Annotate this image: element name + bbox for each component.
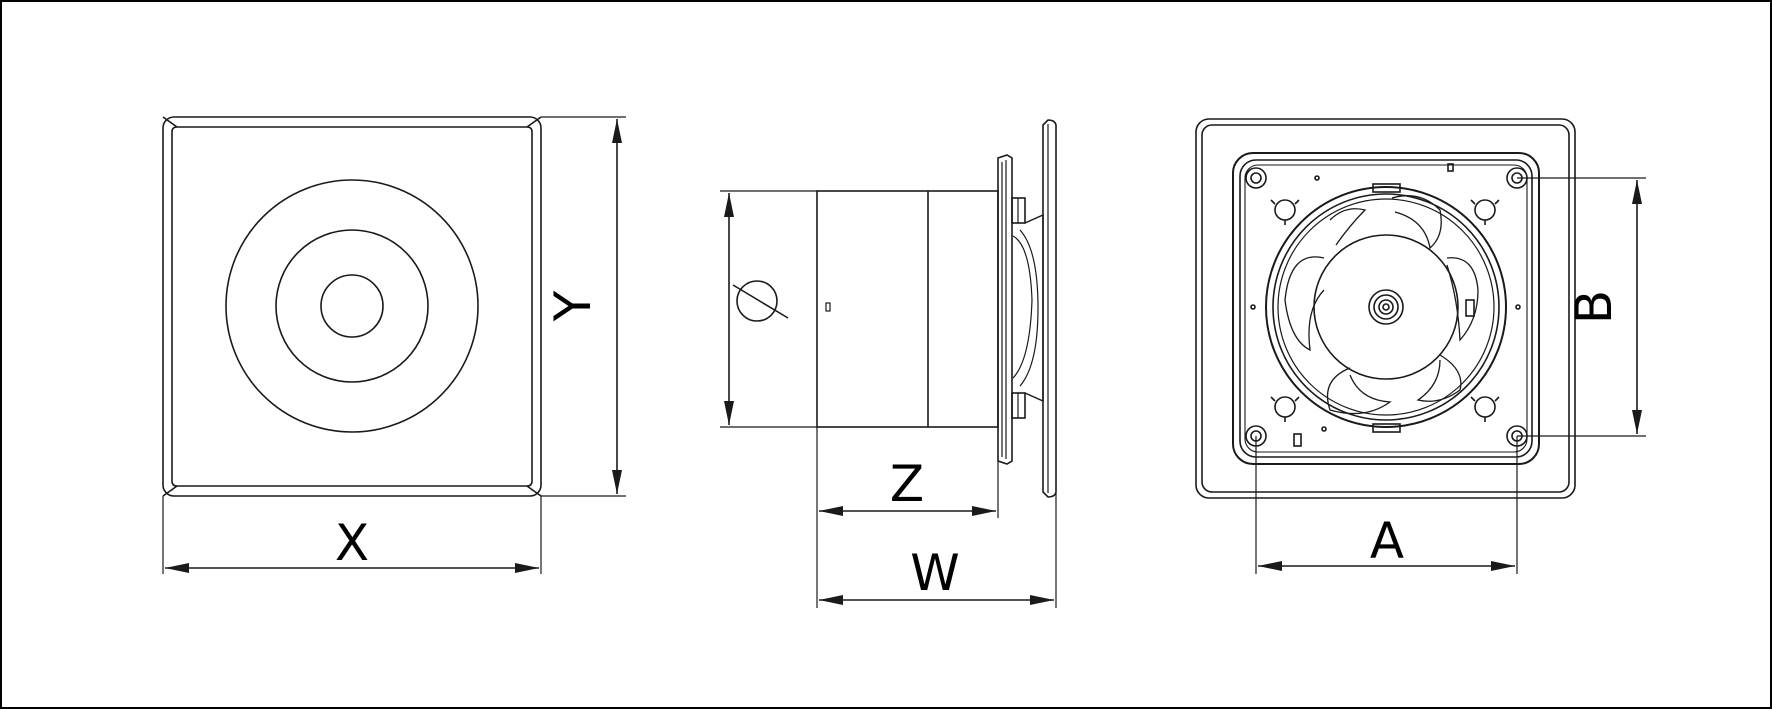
front-ring-outer xyxy=(225,179,479,433)
housing-tab-top xyxy=(1372,183,1401,193)
duct-slot xyxy=(825,302,831,312)
housing-tab-bottom xyxy=(1372,423,1401,433)
rear-plate-inner xyxy=(1201,124,1570,493)
rear-frame-inner xyxy=(1239,159,1533,458)
fan-housing-ring xyxy=(1277,198,1495,416)
small-mark xyxy=(1293,433,1302,447)
front-ring-middle xyxy=(275,229,429,383)
corner-line xyxy=(526,116,542,128)
clip-boss-bottom-right xyxy=(1470,396,1500,422)
screw-hole-inner xyxy=(1250,172,1262,184)
w-dimension-label: W xyxy=(910,544,959,602)
z-dimension-label: Z xyxy=(890,455,924,513)
a-dimension-label: A xyxy=(1370,512,1404,570)
corner-line xyxy=(526,485,542,497)
rear-plate-outer xyxy=(1195,118,1576,499)
front-ring-center xyxy=(320,274,384,338)
x-dimension-label: X xyxy=(335,514,369,572)
motor-shaft-core xyxy=(1382,303,1390,311)
diameter-symbol-slash xyxy=(732,284,789,319)
rear-frame-outer xyxy=(1232,152,1540,465)
front-view: Y X xyxy=(162,116,626,574)
clip-boss-top-left xyxy=(1270,199,1300,225)
motor-shaft-middle xyxy=(1373,294,1399,320)
fan-housing-inner xyxy=(1272,193,1500,421)
mounting-flange xyxy=(997,154,1013,465)
clip-boss-bottom-left xyxy=(1270,396,1300,422)
impeller-edge xyxy=(1012,235,1033,379)
rear-frame-innermost xyxy=(1244,164,1528,453)
motor-shaft-outer xyxy=(1368,289,1404,325)
b-dimension-label: B xyxy=(1565,290,1623,324)
motor-shaft-inner xyxy=(1378,299,1394,315)
motor-hub xyxy=(1313,234,1459,380)
y-dimension-label: Y xyxy=(544,290,602,322)
fan-housing-outer xyxy=(1265,186,1507,428)
rear-view: B A xyxy=(1195,118,1646,574)
corner-line xyxy=(162,485,178,497)
impeller-blades xyxy=(1284,195,1479,415)
corner-line xyxy=(162,116,178,128)
small-dot xyxy=(1515,304,1521,310)
front-cover-plate xyxy=(1042,119,1057,498)
small-dot xyxy=(1321,426,1327,432)
diameter-symbol-circle xyxy=(736,280,778,322)
small-dot xyxy=(1250,304,1256,310)
housing-tab-right xyxy=(1465,299,1475,317)
front-panel-outer xyxy=(162,116,542,497)
duct-body xyxy=(816,190,999,428)
side-view: Z W xyxy=(720,119,1057,608)
small-mark xyxy=(1447,163,1454,172)
small-dot xyxy=(1314,175,1320,181)
impeller-edge xyxy=(1019,229,1039,387)
clip-boss-top-right xyxy=(1470,199,1500,225)
screw-hole-top-left xyxy=(1245,167,1267,189)
